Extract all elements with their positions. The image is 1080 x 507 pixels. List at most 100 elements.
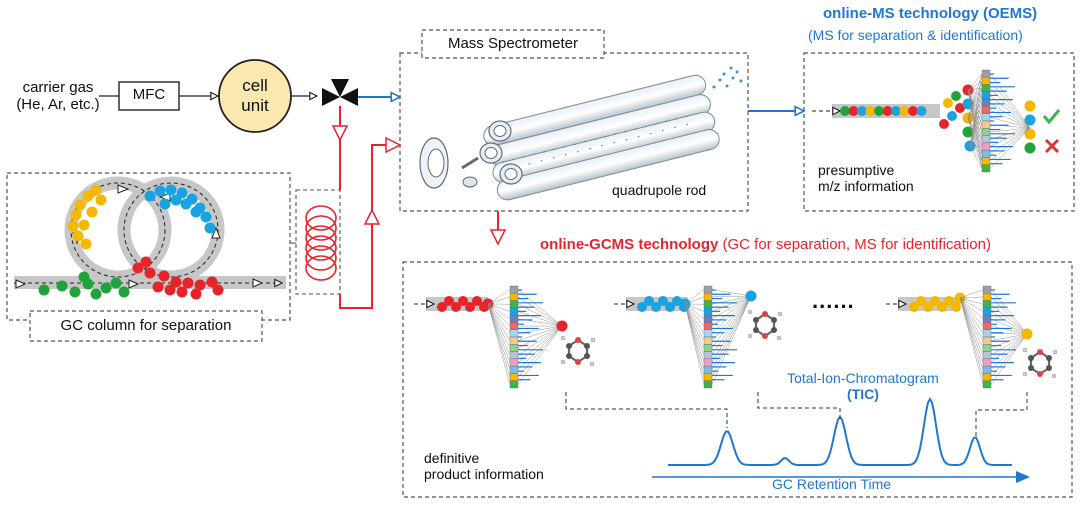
atom — [575, 337, 581, 343]
spectrum-cell — [983, 381, 991, 388]
molecule-dot — [141, 257, 152, 268]
fan-line — [488, 304, 510, 333]
definitive-line1: definitive — [424, 450, 544, 466]
fan-line — [518, 326, 562, 377]
spectrum-cell — [510, 337, 518, 344]
fan-line — [991, 312, 1027, 335]
fan-line — [990, 74, 1030, 128]
spectrum-cell — [704, 337, 712, 344]
molecule-dot — [183, 278, 194, 289]
spectrum-cell — [982, 157, 990, 164]
spectrum-cell — [982, 150, 990, 157]
definitive-label: definitive product information — [424, 450, 544, 482]
molecule-dot — [1025, 115, 1036, 126]
fan-line — [518, 326, 562, 355]
carrier-gas-label: carrier gas (He, Ar, etc.) — [6, 79, 110, 114]
molecule-dot — [943, 98, 953, 108]
spectrum-cell — [983, 337, 991, 344]
fan-line — [990, 128, 1030, 147]
red-arrow-up-head — [365, 210, 379, 224]
fan-line — [518, 326, 562, 348]
atom — [762, 333, 768, 339]
spectrum-cell — [510, 301, 518, 308]
gc-coil — [306, 206, 336, 280]
molecule-dot — [153, 282, 164, 293]
atom — [753, 317, 759, 323]
molecule-dot — [917, 106, 927, 116]
fan-line — [990, 128, 1030, 154]
spectrum-cell — [983, 352, 991, 359]
fan-line — [712, 296, 751, 363]
spectrum-cell — [510, 373, 518, 380]
fan-line — [488, 304, 510, 363]
tic-label: Total-Ion-Chromatogram (TIC) — [768, 370, 958, 402]
hydrogen — [748, 310, 752, 314]
atom — [771, 317, 777, 323]
presumptive-line2: m/z information — [818, 178, 914, 194]
molecule-dot — [71, 210, 82, 221]
molecule-dot — [101, 283, 112, 294]
fan-line — [685, 290, 704, 304]
spectrum-cell — [983, 301, 991, 308]
hydrogen — [590, 362, 594, 366]
spectrum-cell — [982, 136, 990, 143]
fan-line — [970, 146, 982, 161]
molecule-dot — [91, 289, 102, 300]
retention-axis-arrowhead — [1016, 471, 1030, 483]
spectrum-cell — [704, 286, 712, 293]
fan-line — [488, 304, 510, 355]
spectrum-cell — [704, 373, 712, 380]
fan-line — [712, 290, 751, 296]
molecule-dot — [1022, 329, 1033, 340]
oems-result-markers — [1044, 110, 1059, 152]
atom — [584, 343, 590, 349]
fan-line — [960, 298, 983, 384]
spectrum-cell — [704, 352, 712, 359]
fan-line — [712, 296, 751, 355]
spectrum-cell — [983, 344, 991, 351]
fan-line — [488, 304, 510, 384]
hydrogen — [561, 360, 565, 364]
spectrum-cell — [982, 92, 990, 99]
hydrogen — [1052, 374, 1056, 378]
spectrum-cell — [510, 286, 518, 293]
spectrum-cell — [704, 308, 712, 315]
fan-line — [685, 304, 704, 355]
fan-line — [685, 304, 704, 341]
spectrum-cell — [983, 359, 991, 366]
spectrum-cell — [510, 344, 518, 351]
fan-line — [488, 290, 510, 304]
spectrum-cell — [983, 373, 991, 380]
molecule-dot — [1025, 129, 1036, 140]
cell-unit-label: cell unit — [219, 76, 291, 115]
spectrum-cell — [704, 322, 712, 329]
atom — [771, 327, 777, 333]
molecule-dot — [145, 268, 156, 279]
fan-line — [712, 296, 751, 377]
fan-line — [685, 304, 704, 370]
cell-line2: unit — [219, 96, 291, 116]
mass-spectrometer-title: Mass Spectrometer — [422, 35, 604, 52]
molecule-dot — [68, 221, 79, 232]
atom — [1028, 355, 1034, 361]
molecule-dot — [171, 195, 182, 206]
fan-line — [488, 304, 510, 370]
spectrum-cell — [510, 322, 518, 329]
molecule-dot — [191, 289, 202, 300]
spectrum-cell — [704, 301, 712, 308]
red-arrow-down-head — [333, 126, 347, 140]
molecule-dot — [557, 321, 568, 332]
spectrum-cell — [983, 366, 991, 373]
gcms-title-bold: online-GCMS technology — [540, 236, 718, 253]
spectrum-cell — [704, 315, 712, 322]
spectrum-cell — [704, 330, 712, 337]
molecule-dot — [213, 285, 224, 296]
fan-line — [518, 312, 562, 327]
molecule-dot — [145, 191, 156, 202]
oems-subtitle: (MS for separation & identification) — [808, 27, 1023, 43]
molecule-dot — [1025, 101, 1036, 112]
molecule-dot — [81, 239, 92, 250]
atom — [762, 311, 768, 317]
spectrum-cell — [983, 330, 991, 337]
